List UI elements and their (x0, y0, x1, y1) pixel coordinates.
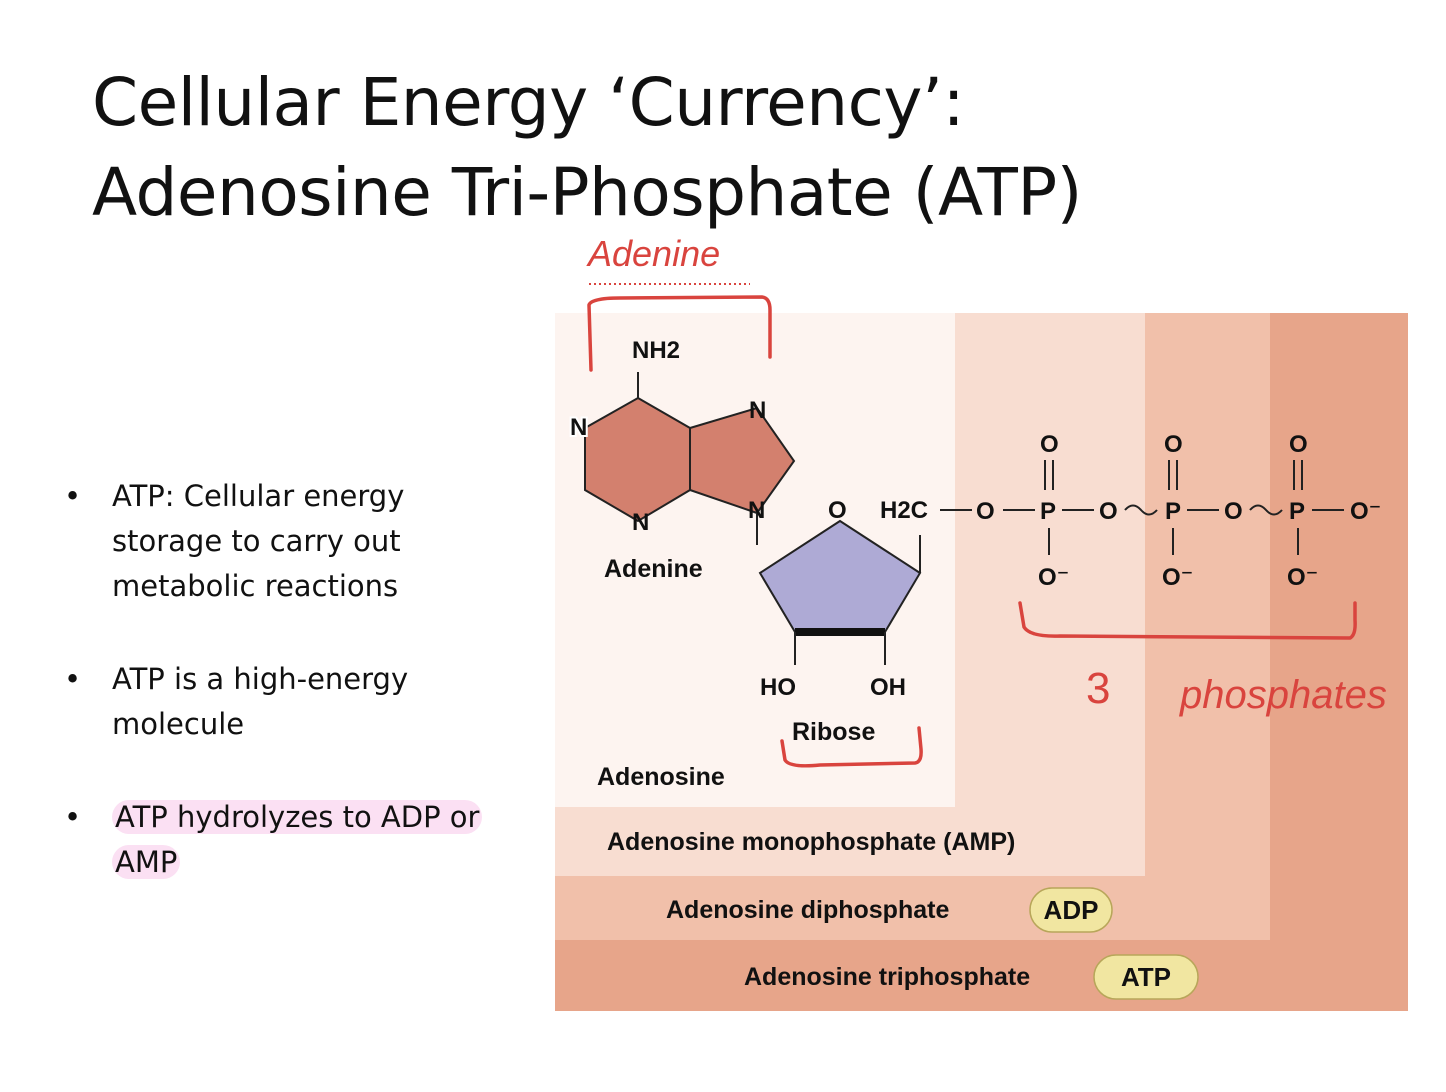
title-line-2: Adenosine Tri-Phosphate (ATP) (92, 154, 1082, 231)
amino-label: NH2 (632, 337, 680, 364)
double-o-label: O (1289, 431, 1308, 458)
n7-label: N (749, 397, 766, 424)
slide-title: Cellular Energy ‘Currency’: Adenosine Tr… (92, 58, 1082, 238)
o-minus-label: O⁻ (1038, 564, 1069, 591)
n1-label: N (570, 414, 587, 441)
phosphate-atom-labels: O P O P O P O⁻ O O O O⁻ O⁻ O⁻ (976, 431, 1381, 591)
bullet-item: ATP is a high-energy molecule (60, 657, 510, 747)
o-minus-label: O⁻ (1287, 564, 1318, 591)
adenine-label: Adenine (604, 555, 703, 583)
phosphorus-label: P (1040, 498, 1056, 525)
handwritten-adenine-note: Adenine (586, 233, 720, 274)
adp-caption: Adenosine diphosphate (666, 896, 949, 924)
amp-caption: Adenosine monophosphate (AMP) (607, 828, 1015, 856)
double-o-label: O (1164, 431, 1183, 458)
bullet-text: ATP: Cellular energy storage to carry ou… (112, 479, 405, 603)
ribose-label: Ribose (792, 718, 875, 746)
double-o-label: O (1040, 431, 1059, 458)
ho-label: HO (760, 674, 796, 701)
bullet-list: ATP: Cellular energy storage to carry ou… (60, 474, 510, 933)
ribose-bracket (780, 726, 923, 768)
adenine-bracket (587, 295, 772, 372)
panel-captions: Adenosine monophosphate (AMP) Adenosine … (607, 828, 1030, 991)
phosphorus-label: P (1289, 498, 1305, 525)
n1-halo: N (570, 414, 587, 441)
adp-badge (1029, 887, 1113, 933)
bullet-item: ATP hydrolyzes to ADP or AMP (60, 795, 510, 885)
atp-caption: Adenosine triphosphate (744, 963, 1030, 991)
oh-label: OH (870, 674, 906, 701)
o-link-label: O (976, 498, 995, 525)
title-line-1: Cellular Energy ‘Currency’: (92, 64, 965, 141)
bullet-item: ATP: Cellular energy storage to carry ou… (60, 474, 510, 609)
molecule-atom-labels: NH2 N N N N N Adenine O H2C HO OH Ribose… (568, 337, 928, 791)
adenine-five-ring (689, 406, 796, 515)
bullet-text: ATP is a high-energy molecule (112, 662, 409, 741)
adenosine-label: Adenosine (597, 763, 725, 791)
atp-badge-label: ATP (1121, 962, 1171, 992)
ch2-label: H2C (880, 497, 928, 524)
phosphorus-label: P (1165, 498, 1181, 525)
o-link-label: O (1224, 498, 1243, 525)
phosphate-bonds (940, 460, 1344, 555)
ring-oxygen-label: O (828, 497, 847, 524)
n9-label: N (748, 497, 765, 524)
adp-badge-label: ADP (1044, 895, 1099, 925)
n3-label: N (632, 509, 649, 536)
handwritten-three: 3 (1086, 664, 1110, 713)
handwritten-phosphates-note: phosphates (1179, 673, 1387, 717)
phosphate-bracket (1018, 601, 1357, 640)
handwritten-brackets (587, 295, 1357, 768)
o-minus-label: O⁻ (1162, 564, 1193, 591)
o-link-label: O (1099, 498, 1118, 525)
atp-badge (1093, 954, 1199, 1000)
o-minus-label: O⁻ (1350, 498, 1381, 525)
